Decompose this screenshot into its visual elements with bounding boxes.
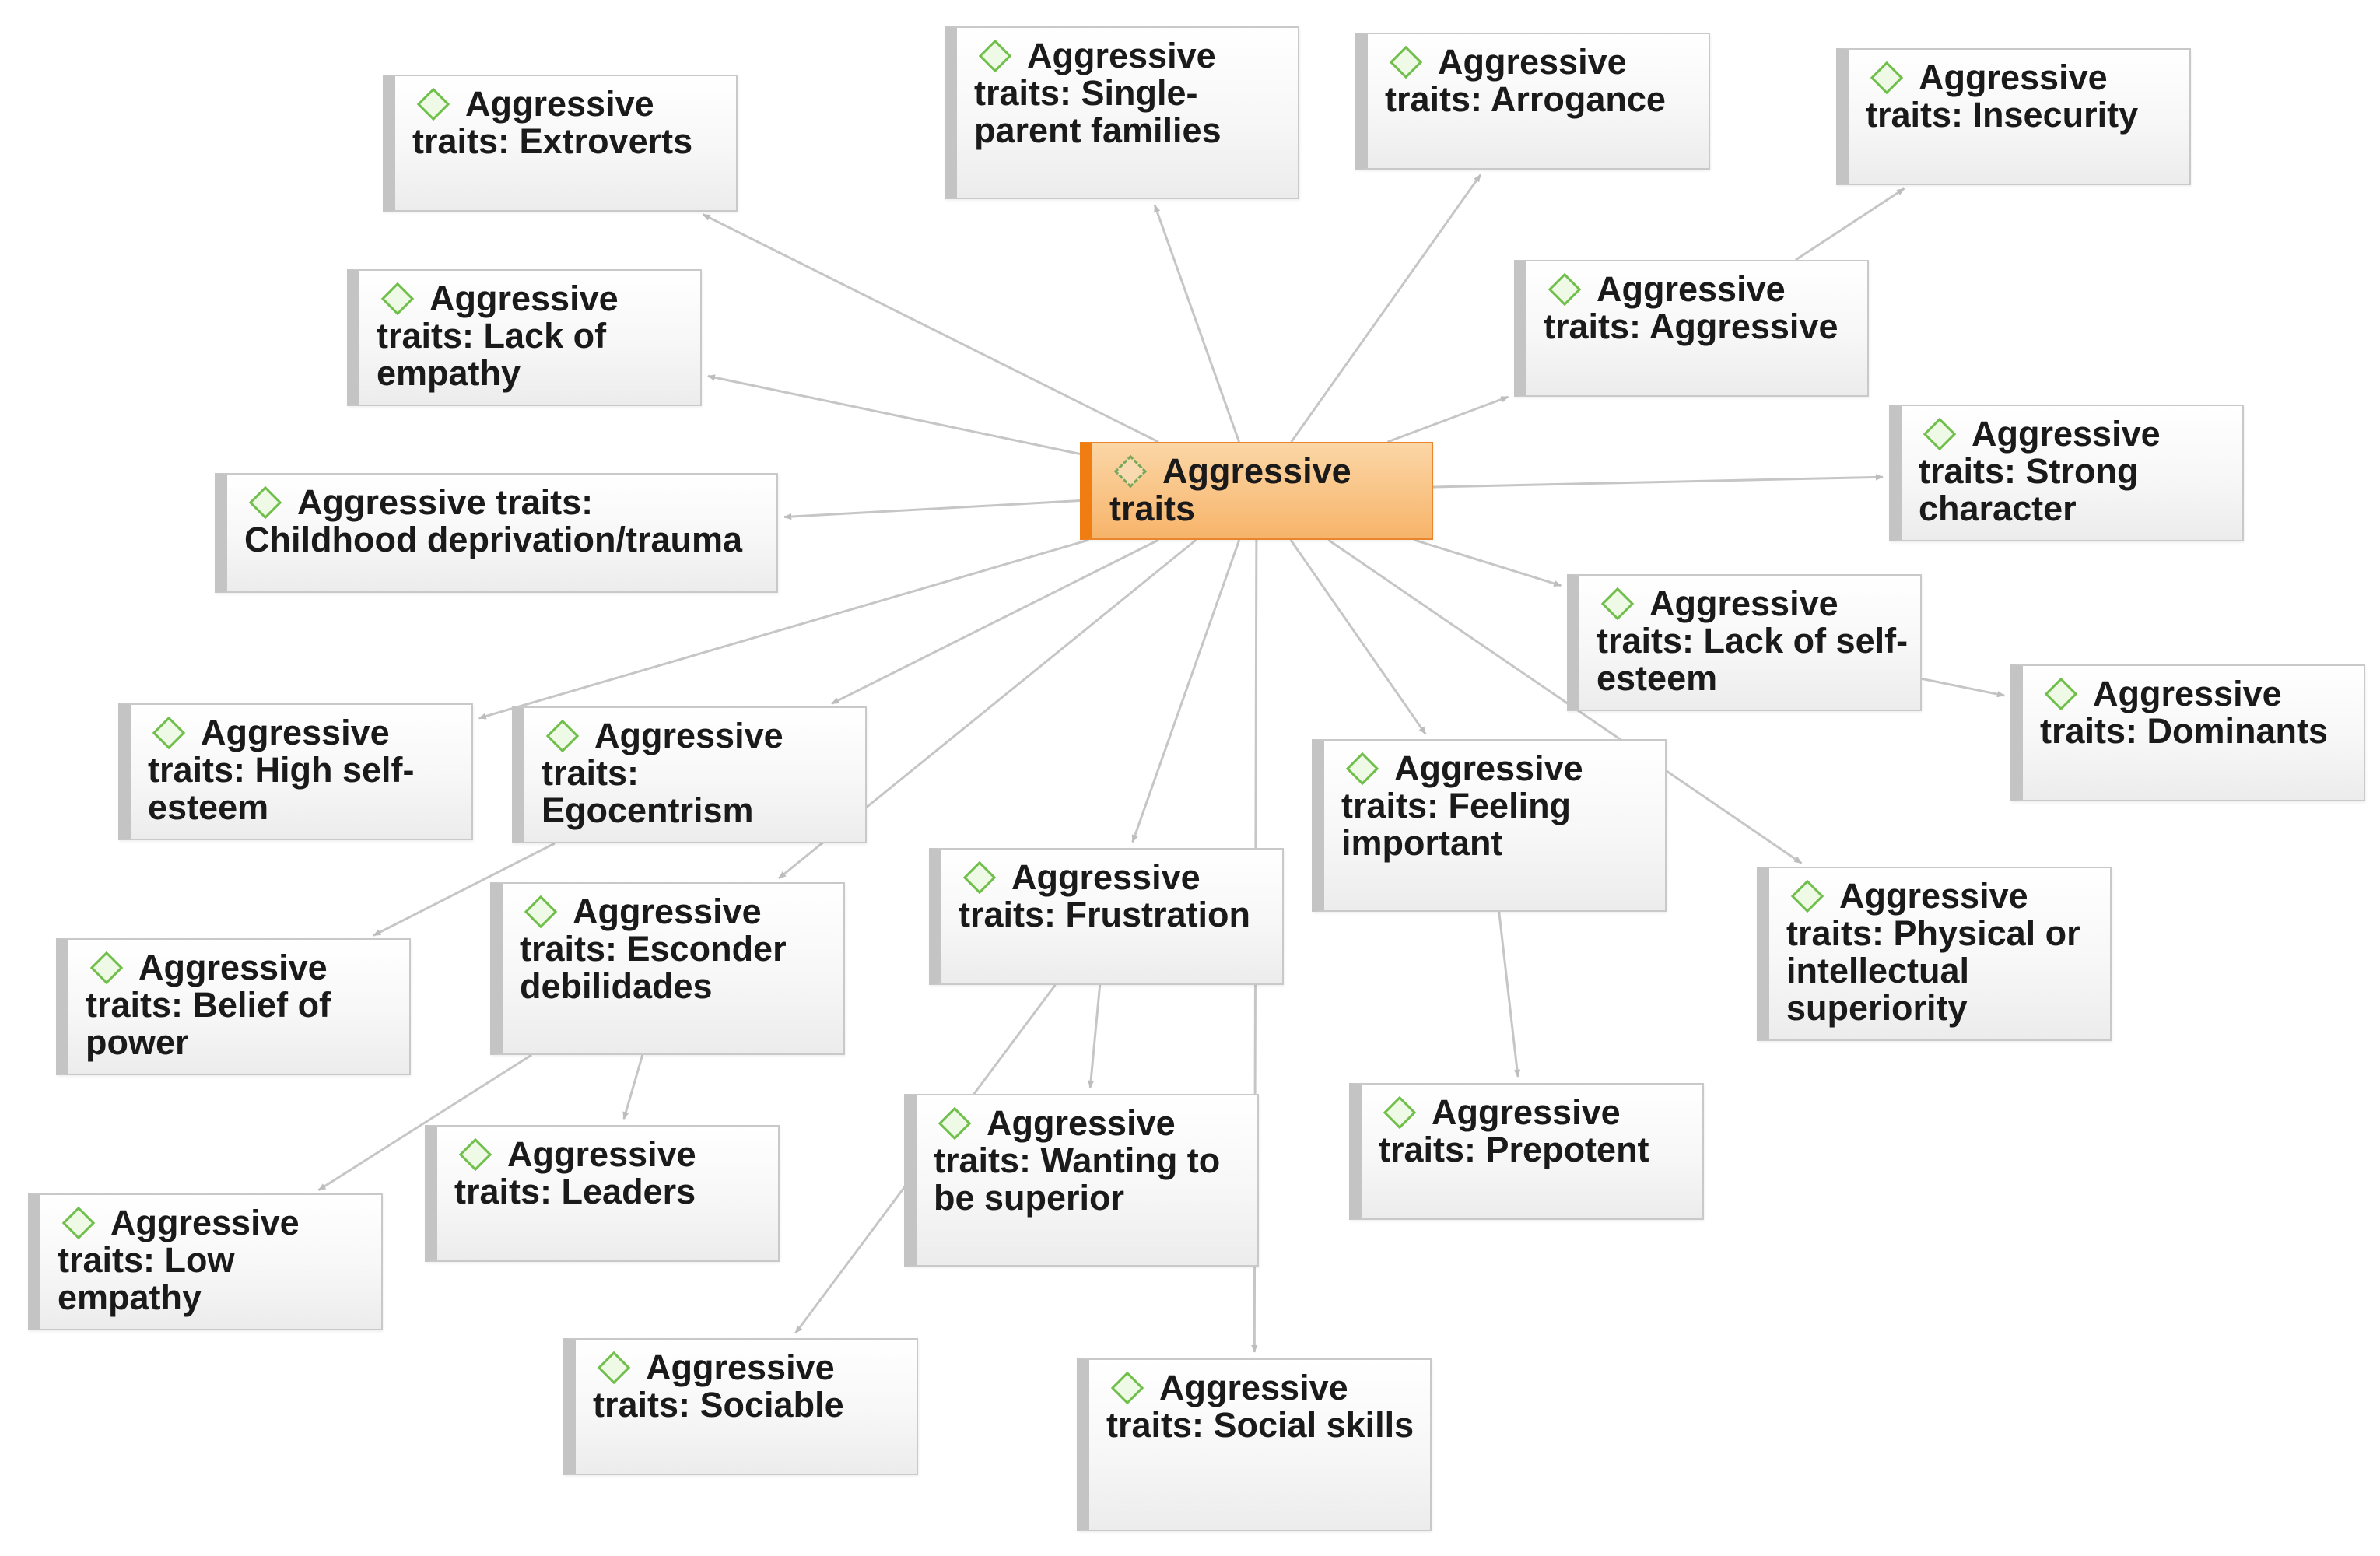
node-sociable[interactable]: Aggressive traits: Sociable xyxy=(563,1338,918,1475)
edge-central-to-feeling-important xyxy=(1289,539,1427,735)
node-label: Aggressive traits: Insecurity xyxy=(1866,58,2139,135)
code-diamond-icon xyxy=(1345,752,1379,786)
node-physical-superiority[interactable]: Aggressive traits: Physical or intellect… xyxy=(1757,867,2112,1041)
node-label: Aggressive traits xyxy=(1109,451,1351,528)
node-label: Aggressive traits: Dominants xyxy=(2040,674,2329,751)
node-arrogance[interactable]: Aggressive traits: Arrogance xyxy=(1355,33,1710,170)
code-diamond-icon xyxy=(1923,417,1957,451)
code-diamond-icon xyxy=(545,719,580,753)
node-label: Aggressive traits: Lack of empathy xyxy=(377,279,619,393)
node-label: Aggressive traits: Leaders xyxy=(454,1134,696,1211)
node-label: Aggressive traits: Aggressive xyxy=(1544,269,1838,346)
edge-lack-self-esteem-to-dominants xyxy=(1921,677,2005,698)
node-label: Aggressive traits: Strong character xyxy=(1919,414,2161,528)
central-node[interactable]: Aggressive traits xyxy=(1080,442,1433,540)
code-diamond-icon xyxy=(89,951,124,985)
edge-central-to-aggressive xyxy=(1386,395,1509,443)
node-frustration[interactable]: Aggressive traits: Frustration xyxy=(929,848,1284,985)
node-label: Aggressive traits: Frustration xyxy=(959,857,1251,934)
code-diamond-icon xyxy=(2044,677,2078,711)
edge-esconder-to-low-empathy xyxy=(317,1053,532,1191)
node-label: Aggressive traits: Wanting to be superio… xyxy=(934,1103,1221,1218)
node-lack-empathy[interactable]: Aggressive traits: Lack of empathy xyxy=(347,269,702,406)
node-label: Aggressive traits: Extroverts xyxy=(412,84,693,161)
code-diamond-icon xyxy=(1389,45,1423,79)
node-lack-self-esteem[interactable]: Aggressive traits: Lack of self-esteem xyxy=(1567,574,1922,711)
node-extroverts[interactable]: Aggressive traits: Extroverts xyxy=(383,75,738,212)
node-belief-power[interactable]: Aggressive traits: Belief of power xyxy=(56,938,411,1075)
code-diamond-icon xyxy=(1600,587,1635,621)
code-diamond-icon xyxy=(416,87,450,121)
edge-central-to-arrogance xyxy=(1290,173,1482,443)
edge-central-to-childhood xyxy=(783,499,1081,520)
edge-feeling-important-to-prepotent xyxy=(1498,911,1521,1078)
node-label: Aggressive traits: Prepotent xyxy=(1379,1092,1649,1169)
node-high-self-esteem[interactable]: Aggressive traits: High self-esteem xyxy=(118,703,473,840)
node-label: Aggressive traits: Arrogance xyxy=(1385,42,1666,119)
code-diamond-icon xyxy=(938,1106,972,1141)
node-insecurity[interactable]: Aggressive traits: Insecurity xyxy=(1836,48,2191,185)
node-label: Aggressive traits: Childhood deprivation… xyxy=(244,482,743,559)
node-feeling-important[interactable]: Aggressive traits: Feeling important xyxy=(1312,739,1667,912)
code-diamond-icon xyxy=(1548,272,1582,307)
edge-central-to-egocentrism xyxy=(831,538,1159,705)
node-label: Aggressive traits: Sociable xyxy=(593,1347,844,1425)
node-childhood[interactable]: Aggressive traits: Childhood deprivation… xyxy=(215,473,778,593)
code-diamond-icon xyxy=(978,39,1012,73)
code-diamond-icon xyxy=(152,716,186,750)
node-single-parent[interactable]: Aggressive traits: Single-parent familie… xyxy=(945,26,1299,199)
node-strong-character[interactable]: Aggressive traits: Strong character xyxy=(1889,405,2244,541)
edge-central-to-single-parent xyxy=(1153,204,1240,443)
node-wanting-superior[interactable]: Aggressive traits: Wanting to be superio… xyxy=(904,1094,1259,1267)
node-low-empathy[interactable]: Aggressive traits: Low empathy xyxy=(28,1193,383,1330)
node-label: Aggressive traits: Egocentrism xyxy=(542,716,783,830)
node-label: Aggressive traits: Feeling important xyxy=(1341,748,1583,863)
code-diamond-icon xyxy=(458,1137,492,1172)
code-diamond-icon xyxy=(962,860,997,895)
code-diamond-icon xyxy=(61,1206,96,1240)
node-leaders[interactable]: Aggressive traits: Leaders xyxy=(425,1125,780,1262)
node-label: Aggressive traits: Low empathy xyxy=(58,1203,300,1317)
code-diamond-icon xyxy=(1110,1371,1144,1405)
node-label: Aggressive traits: Belief of power xyxy=(86,948,331,1062)
code-diamond-icon xyxy=(1113,454,1148,489)
edge-esconder-to-leaders xyxy=(622,1054,644,1120)
node-label: Aggressive traits: Esconder debilidades xyxy=(520,892,787,1006)
code-diamond-icon xyxy=(1870,61,1904,95)
edge-central-to-frustration xyxy=(1131,539,1241,843)
node-label: Aggressive traits: Social skills xyxy=(1106,1368,1414,1445)
node-label: Aggressive traits: Lack of self-esteem xyxy=(1597,584,1909,698)
edge-central-to-high-self-esteem xyxy=(478,538,1089,720)
code-diamond-icon xyxy=(248,485,282,520)
code-diamond-icon xyxy=(597,1351,631,1385)
node-label: Aggressive traits: Single-parent familie… xyxy=(974,36,1222,150)
node-label: Aggressive traits: High self-esteem xyxy=(148,713,415,827)
code-diamond-icon xyxy=(1790,879,1824,913)
node-label: Aggressive traits: Physical or intellect… xyxy=(1786,876,2080,1028)
node-prepotent[interactable]: Aggressive traits: Prepotent xyxy=(1349,1083,1704,1220)
node-dominants[interactable]: Aggressive traits: Dominants xyxy=(2010,664,2365,801)
code-diamond-icon xyxy=(524,895,558,929)
edge-aggressive-to-insecurity xyxy=(1795,187,1905,261)
node-esconder[interactable]: Aggressive traits: Esconder debilidades xyxy=(490,882,845,1055)
node-aggressive[interactable]: Aggressive traits: Aggressive xyxy=(1514,260,1869,397)
code-diamond-icon xyxy=(380,282,415,316)
node-egocentrism[interactable]: Aggressive traits: Egocentrism xyxy=(512,706,867,843)
edge-frustration-to-wanting-superior xyxy=(1087,984,1102,1088)
edge-central-to-lack-self-esteem xyxy=(1414,538,1562,587)
edge-egocentrism-to-belief-power xyxy=(373,842,556,937)
node-social-skills[interactable]: Aggressive traits: Social skills xyxy=(1077,1358,1432,1531)
edge-central-to-physical-superiority xyxy=(1327,538,1803,864)
edge-central-to-lack-empathy xyxy=(707,374,1081,455)
edge-central-to-extroverts xyxy=(702,213,1159,443)
code-diamond-icon xyxy=(1383,1095,1417,1130)
edge-central-to-strong-character xyxy=(1432,474,1884,489)
